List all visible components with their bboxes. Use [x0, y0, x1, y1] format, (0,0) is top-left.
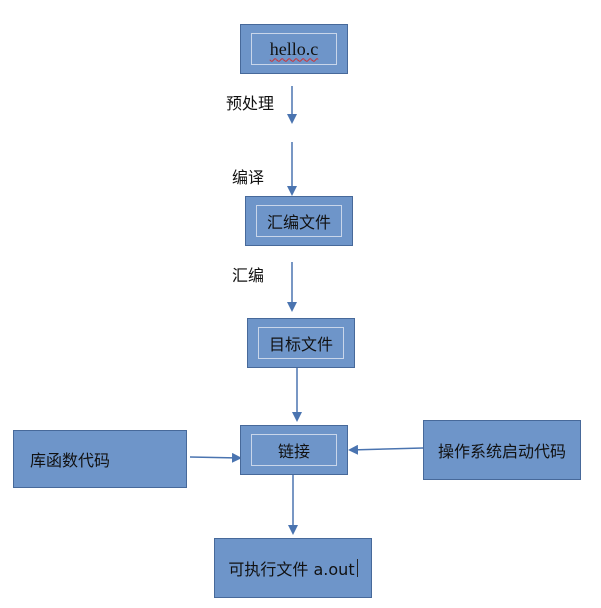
node-executable[interactable]: 可执行文件 a.out [214, 538, 372, 598]
node-executable-text: 可执行文件 a.out [228, 560, 355, 579]
node-inner-frame [258, 327, 344, 359]
node-link[interactable]: 链接 [240, 425, 348, 475]
node-link-label: 链接 [277, 442, 310, 461]
node-object-label: 目标文件 [268, 335, 333, 354]
node-assembly-label: 汇编文件 [266, 213, 331, 232]
node-library-label: 库函数代码 [30, 451, 111, 470]
node-assembly-file[interactable]: 汇编文件 [245, 196, 353, 246]
arrow-os-to-link [348, 444, 424, 455]
node-inner-frame [251, 434, 337, 466]
text-cursor [356, 559, 358, 577]
node-executable-label: 可执行文件 a.out [215, 539, 371, 597]
edge-label-preprocess: 预处理 [226, 94, 275, 113]
node-object-file[interactable]: 目标文件 [247, 318, 355, 368]
node-source-label: hello.c [269, 38, 319, 59]
arrow-lib-to-link [189, 452, 242, 463]
node-inner-frame [251, 33, 337, 65]
edge-label-assemble: 汇编 [232, 266, 265, 285]
node-library-code[interactable]: 库函数代码 [13, 430, 187, 488]
node-inner-frame [256, 205, 342, 237]
edge-label-compile: 编译 [232, 168, 265, 187]
node-os-startup-code[interactable]: 操作系统启动代码 [423, 420, 581, 480]
node-os-startup-label: 操作系统启动代码 [437, 442, 566, 461]
node-source-file[interactable]: hello.c [240, 24, 348, 74]
